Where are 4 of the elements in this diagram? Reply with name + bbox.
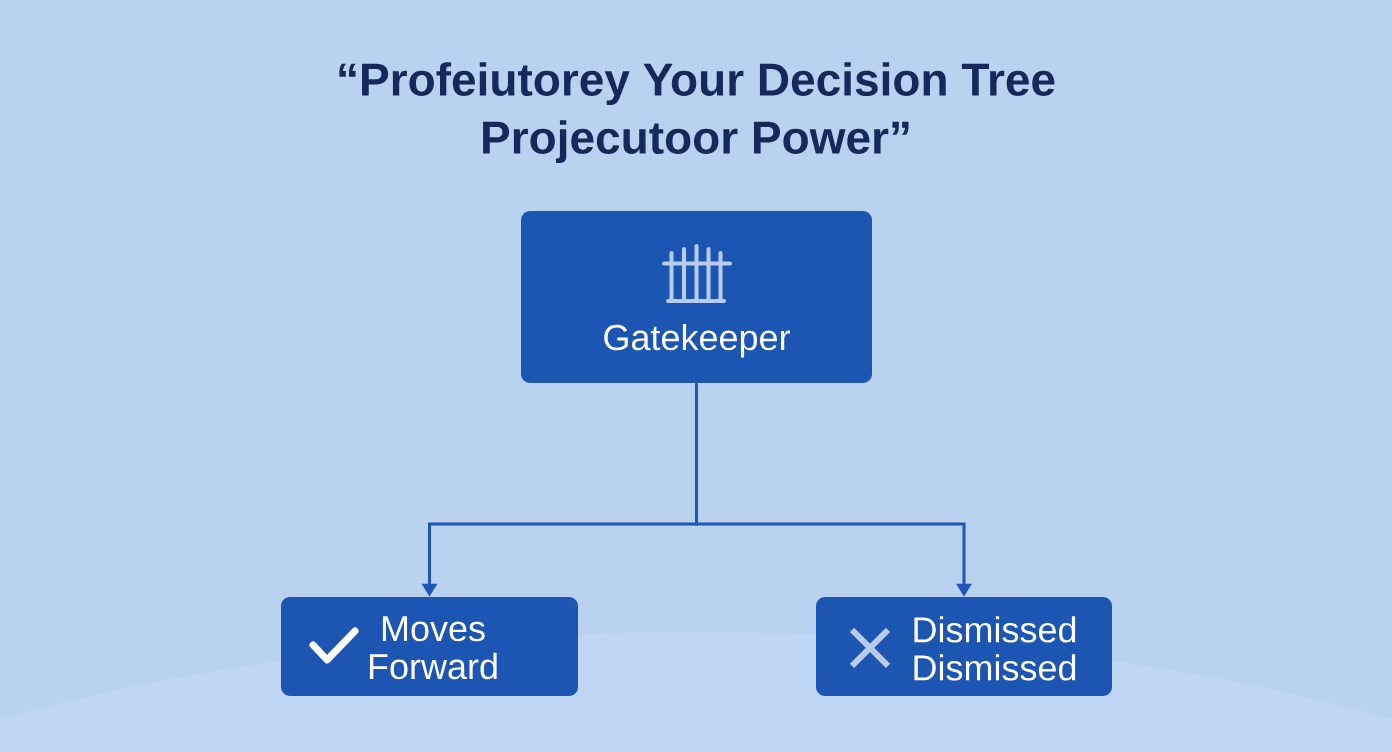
title: “Profeiutorey Your Decision Tree Projecutoor Power”	[339, 62, 1055, 164]
outcome-box: Moves Forward	[281, 597, 578, 696]
outcome-box: Dismissed Dismissed	[816, 597, 1112, 696]
process-box: Gatekeeper	[521, 211, 872, 383]
